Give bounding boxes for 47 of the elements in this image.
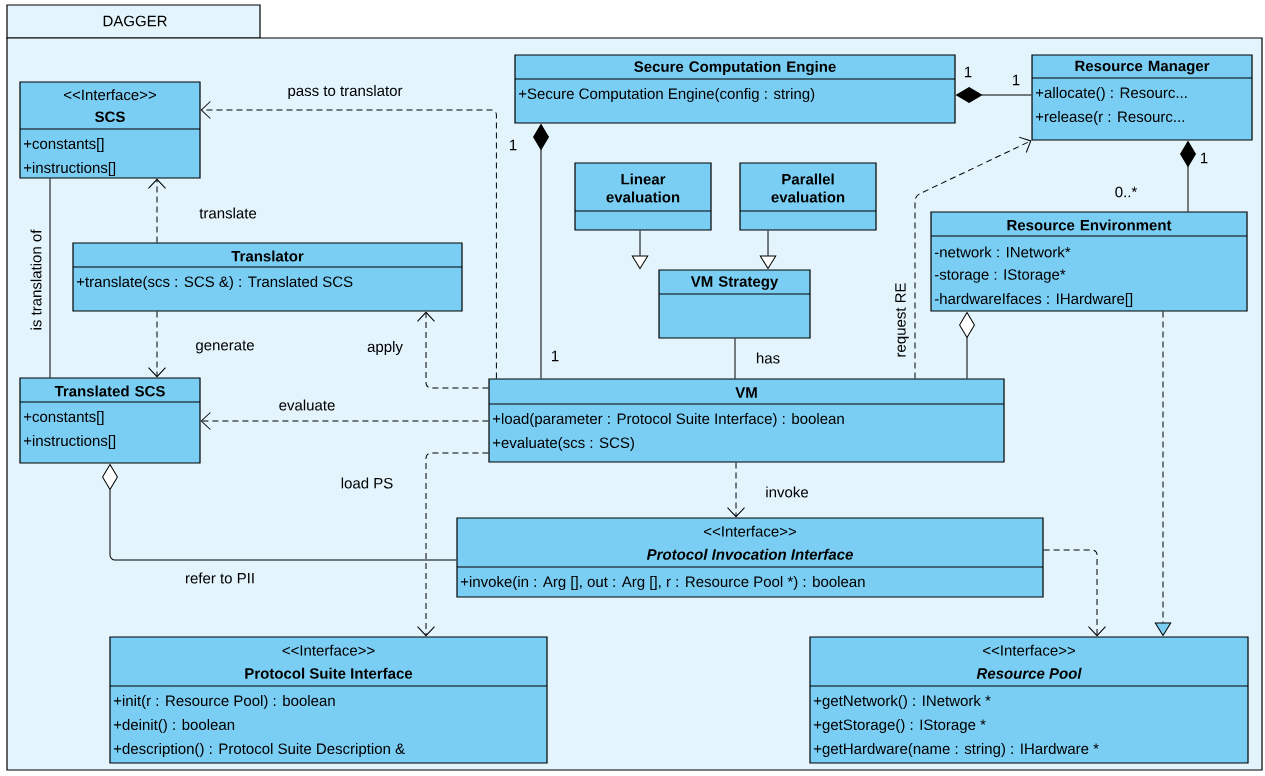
dependency-arrow <box>148 311 166 378</box>
composition-line <box>956 87 1032 103</box>
edge-label: load PS <box>339 476 395 490</box>
inheritance-arrow <box>631 230 649 269</box>
dependency-arrow <box>417 452 489 637</box>
class-box: <<Interface>> SCS +constants[] +instructions[] <box>19 81 201 179</box>
edge-label: translate <box>198 206 258 220</box>
composition-line <box>1180 141 1196 212</box>
multiplicity-label: 1 <box>1201 152 1208 164</box>
dependency-arrow <box>914 136 1032 379</box>
edge-label: has <box>754 351 782 365</box>
dependency-arrow <box>1043 549 1106 637</box>
dependency-arrow <box>727 462 745 518</box>
multiplicity-label: 1 <box>510 139 517 151</box>
dependency-arrow <box>417 311 489 389</box>
class-box: <<Interface>> Protocol Suite Interface +init(r : Resource Pool) : boolean +deinit() : boolean +description() : Protocol Suite Description & <box>109 636 548 764</box>
edge-label: is translation of <box>29 228 43 332</box>
edge-label: request RE <box>894 281 910 359</box>
class-box: Linear evaluation <box>574 162 712 231</box>
node-label: DAGGER <box>103 15 167 27</box>
aggregation-line <box>959 312 975 379</box>
class-box: Parallel evaluation <box>739 162 877 231</box>
association-line <box>49 178 51 378</box>
edge-label: invoke <box>764 485 810 499</box>
class-box: VM +load(parameter : Protocol Suite Interface) : boolean +evaluate(scs : SCS) <box>488 378 1005 463</box>
class-box: <<Interface>> Resource Pool +getNetwork() : INetwork * +getStorage() : IStorage * +getHardware(name : string) : IHardware * <box>809 636 1249 764</box>
multiplicity-label: 0..* <box>1115 186 1138 198</box>
class-box: Translated SCS +constants[] +instructions[] <box>19 377 201 464</box>
multiplicity-label: 1 <box>1013 74 1020 86</box>
realization-arrow <box>1154 311 1172 636</box>
class-box: Secure Computation Engine +Secure Computation Engine(config : string) <box>514 54 956 124</box>
dependency-arrow <box>148 178 166 243</box>
class-box: Resource Environment -network : INetwork* -storage : IStorage* -hardwareIfaces : IHardware[] <box>930 211 1248 312</box>
edge-label: evaluate <box>277 398 337 412</box>
composition-line <box>533 124 549 379</box>
edge-label: pass to translator <box>286 84 404 100</box>
class-box: VM Strategy <box>658 269 811 339</box>
class-box: Translator +translate(scs : SCS &) : Translated SCS <box>72 242 463 312</box>
edge-label: apply <box>366 340 404 356</box>
dependency-arrow <box>200 412 489 430</box>
aggregation-line <box>102 464 457 561</box>
inheritance-arrow <box>759 230 777 269</box>
class-box: <<Interface>> Protocol Invocation Interface +invoke(in : Arg [], out : Arg [], r : Resource Pool *) : boolean <box>456 517 1044 598</box>
dependency-arrow <box>200 101 497 379</box>
class-box: Resource Manager +allocate() : Resourc... +release(r : Resourc... <box>1031 54 1253 141</box>
multiplicity-label: 1 <box>552 350 559 362</box>
association-line <box>734 338 736 379</box>
